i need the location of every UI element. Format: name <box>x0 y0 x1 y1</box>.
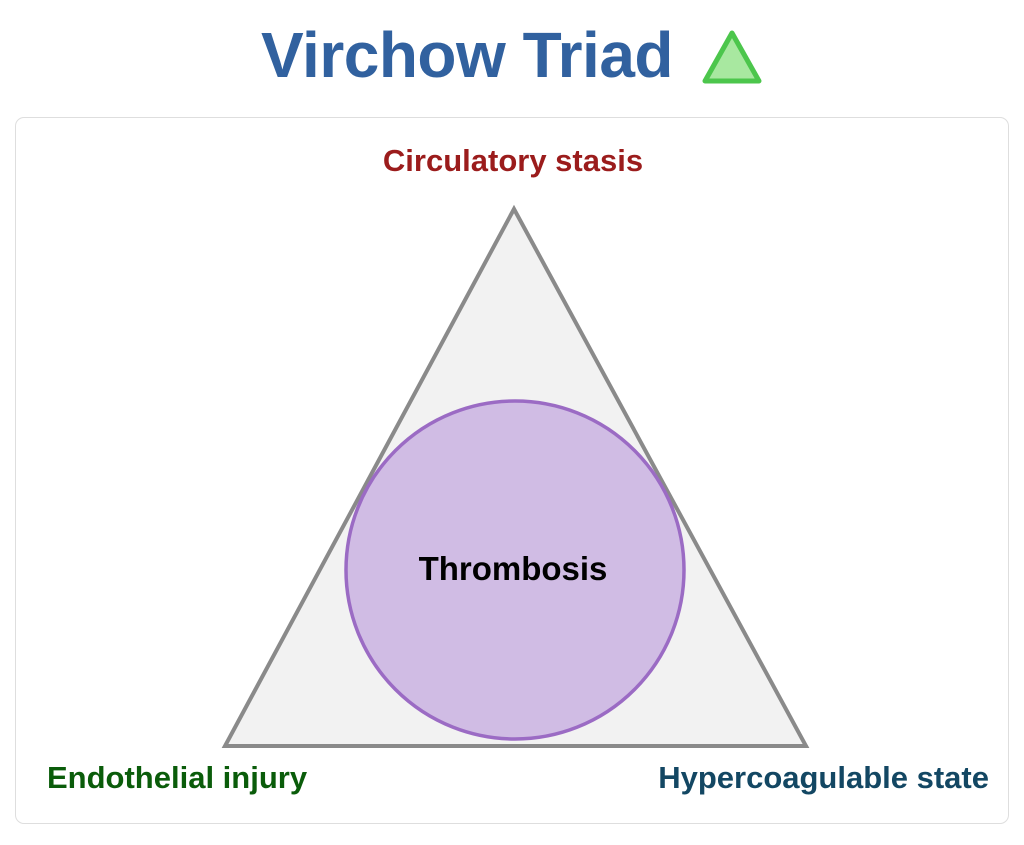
thrombosis-label: Thrombosis <box>418 550 608 587</box>
triangle-icon <box>702 30 762 84</box>
diagram-card: Thrombosis Circulatory stasis Endothelia… <box>15 117 1009 824</box>
thrombosis-circle <box>344 399 686 741</box>
vertex-label-circulatory-stasis: Circulatory stasis <box>382 143 644 178</box>
page-header: Virchow Triad <box>0 0 1024 110</box>
vertex-label-hypercoagulable-state: Hypercoagulable state <box>658 760 989 795</box>
vertex-label-endothelial-injury: Endothelial injury <box>47 760 308 795</box>
virchow-triad-figure <box>221 204 810 748</box>
page-title: Virchow Triad <box>261 19 674 91</box>
